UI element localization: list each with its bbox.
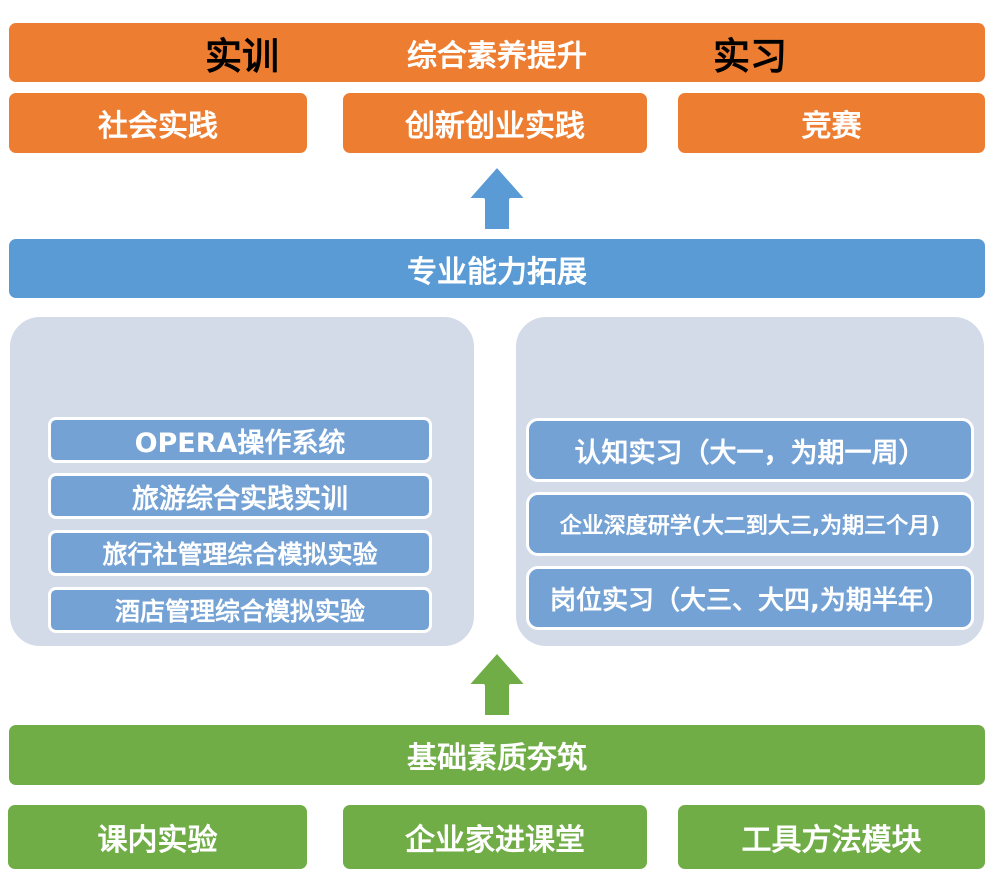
top-banner-label: 综合素养提升 xyxy=(407,38,587,74)
top-item-label: 社会实践 xyxy=(98,109,218,144)
bottom-item-label: 企业家进课堂 xyxy=(405,823,585,858)
internship-item-label: 企业深度研学(大二到大三,为期三个月) xyxy=(559,514,941,539)
training-item-tourism: 旅游综合实践实训 xyxy=(48,473,432,519)
training-item-label: 旅游综合实践实训 xyxy=(132,483,348,515)
top-item-label: 竞赛 xyxy=(801,109,862,144)
bottom-item-label: 课内实验 xyxy=(97,823,218,858)
bottom-item-tool-method: 工具方法模块 xyxy=(675,802,988,872)
training-item-hotel: 酒店管理综合模拟实验 xyxy=(48,587,432,633)
training-item-opera: OPERA操作系统 xyxy=(48,417,432,463)
bottom-banner: 基础素质夯筑 xyxy=(6,722,988,788)
training-item-label: OPERA操作系统 xyxy=(134,427,346,459)
bottom-item-entrepreneurs: 企业家进课堂 xyxy=(340,802,650,872)
bottom-item-label: 工具方法模块 xyxy=(741,823,922,858)
middle-banner: 专业能力拓展 xyxy=(6,236,988,301)
internship-item-label: 岗位实习（大三、大四,为期半年） xyxy=(550,585,950,616)
internship-item-post: 岗位实习（大三、大四,为期半年） xyxy=(526,566,974,630)
internship-item-enterprise-study: 企业深度研学(大二到大三,为期三个月) xyxy=(526,492,974,556)
top-item-competition: 竞赛 xyxy=(675,90,988,156)
top-item-innovation-practice: 创新创业实践 xyxy=(340,90,650,156)
top-item-social-practice: 社会实践 xyxy=(6,90,310,156)
top-item-label: 创新创业实践 xyxy=(405,109,585,144)
middle-banner-label: 专业能力拓展 xyxy=(407,254,587,290)
internship-item-cognitive: 认知实习（大一，为期一周） xyxy=(526,418,974,482)
internship-panel-title: 实习 xyxy=(713,35,787,78)
bottom-banner-label: 基础素质夯筑 xyxy=(407,741,587,776)
internship-item-label: 认知实习（大一，为期一周） xyxy=(574,437,926,469)
up-arrow-blue-icon xyxy=(464,163,530,233)
training-item-label: 酒店管理综合模拟实验 xyxy=(114,597,365,626)
top-banner: 综合素养提升 xyxy=(6,20,988,85)
bottom-item-in-class-experiment: 课内实验 xyxy=(5,802,310,872)
training-panel-title: 实训 xyxy=(205,35,279,78)
training-item-label: 旅行社管理综合模拟实验 xyxy=(102,540,378,569)
up-arrow-green-icon xyxy=(464,649,530,719)
training-item-travel-agency: 旅行社管理综合模拟实验 xyxy=(48,530,432,576)
